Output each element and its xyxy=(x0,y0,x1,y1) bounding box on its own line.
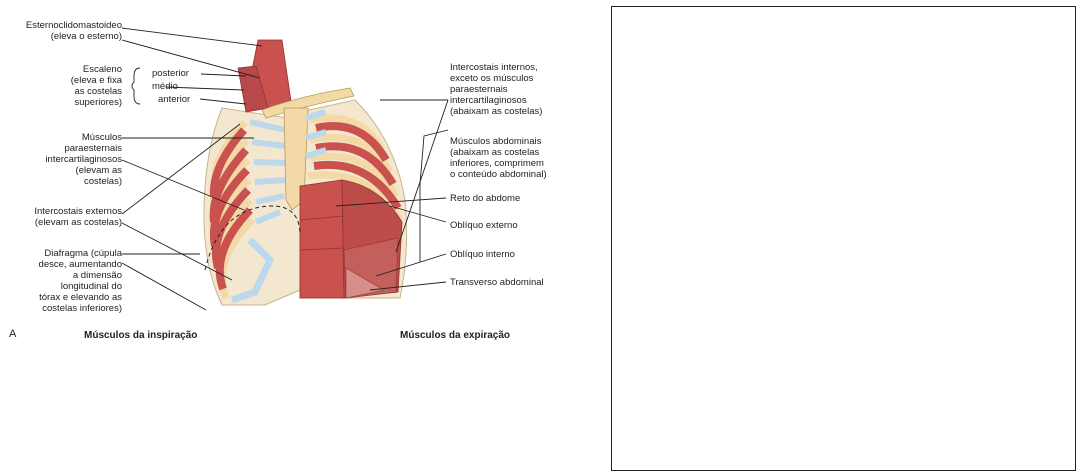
rectus-abdominis-muscle xyxy=(300,180,344,298)
label-scalene-posterior: posterior xyxy=(152,68,189,79)
label-abdominal-muscles: Músculos abdominais (abaixam as costelas… xyxy=(450,136,590,180)
label-internal-oblique: Oblíquo interno xyxy=(450,249,515,260)
label-transversus-abdominis: Transverso abdominal xyxy=(450,277,544,288)
label-parasternal: Músculos paraesternais intercartilaginos… xyxy=(20,132,122,187)
label-rectus-abdominis: Reto do abdome xyxy=(450,193,520,204)
panel-letter: A xyxy=(9,328,16,340)
label-internal-intercostals: Intercostais internos, exceto os músculo… xyxy=(450,62,590,117)
caption-expiration: Músculos da expiração xyxy=(400,330,510,341)
empty-frame xyxy=(611,6,1076,471)
label-diaphragm: Diafragma (cúpula desce, aumentando a di… xyxy=(4,248,122,314)
label-scalene-medio: médio xyxy=(152,81,178,92)
label-scalene-anterior: anterior xyxy=(158,94,190,105)
label-scalene: Escaleno (eleva e fixa as costelas super… xyxy=(30,64,122,108)
label-sternocleidomastoid: Esternoclidomastoideo (eleva o esterno) xyxy=(4,20,122,42)
anatomy-figure: Esternoclidomastoideo (eleva o esterno) … xyxy=(0,0,600,474)
caption-inspiration: Músculos da inspiração xyxy=(84,330,197,341)
label-external-intercostals: Intercostais externos (elevam as costela… xyxy=(4,206,122,228)
label-external-oblique: Oblíquo externo xyxy=(450,220,518,231)
